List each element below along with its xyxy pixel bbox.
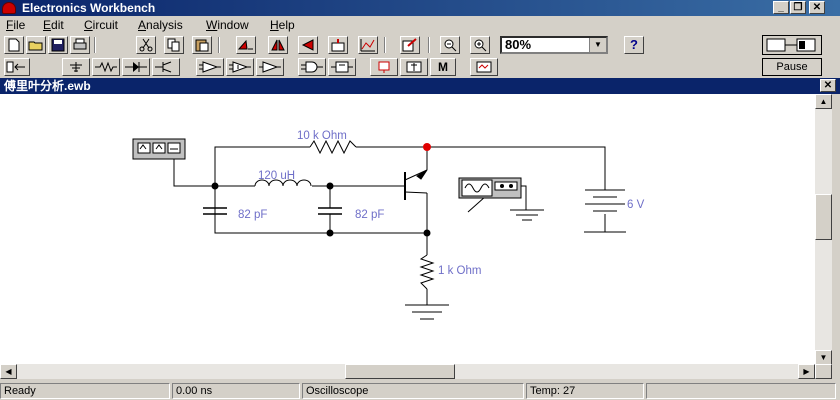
toolbar-separator	[428, 37, 430, 53]
document-close-button[interactable]: ✕	[820, 79, 836, 92]
indicators-bin-icon[interactable]	[370, 58, 398, 76]
sources-bin-icon[interactable]	[62, 58, 90, 76]
label-feedback-resistor: 10 k Ohm	[297, 130, 347, 142]
menu-analysis[interactable]: Analysis	[138, 18, 183, 32]
parts-toolbar: M Pause	[0, 56, 840, 78]
menu-help[interactable]: Help	[270, 18, 295, 32]
open-folder-icon[interactable]	[26, 36, 46, 54]
title-bar: Electronics Workbench _ ❐ ✕	[0, 0, 840, 16]
scroll-down-icon[interactable]: ▼	[815, 350, 832, 365]
instruments-bin-icon[interactable]	[470, 58, 498, 76]
digital-bin-icon[interactable]	[328, 58, 356, 76]
menu-bar: File Edit Circuit Analysis Window Help	[0, 16, 840, 34]
battery[interactable]	[584, 189, 626, 233]
label-emitter-resistor: 1 k Ohm	[438, 265, 481, 277]
close-button[interactable]: ✕	[809, 1, 825, 14]
flip-horizontal-icon[interactable]	[268, 36, 288, 54]
component-labels: 10 k Ohm 120 uH 82 pF 82 pF 1 k Ohm 6 V	[238, 130, 645, 277]
vertical-scroll-thumb[interactable]	[815, 194, 832, 240]
rotate-icon[interactable]	[236, 36, 256, 54]
component-properties-icon[interactable]	[400, 36, 420, 54]
miscellaneous-bin-button[interactable]: M	[430, 58, 456, 76]
capacitor-2[interactable]	[318, 207, 342, 215]
menu-edit[interactable]: Edit	[43, 18, 64, 32]
transistor[interactable]	[404, 169, 428, 200]
window-title: Electronics Workbench	[22, 1, 156, 15]
pause-button[interactable]: Pause	[762, 58, 822, 76]
save-icon[interactable]	[48, 36, 68, 54]
scroll-right-icon[interactable]: ▶	[798, 364, 815, 379]
diodes-bin-icon[interactable]	[122, 58, 150, 76]
status-state: Ready	[0, 383, 170, 399]
subcircuit-icon[interactable]	[328, 36, 348, 54]
scroll-up-icon[interactable]: ▲	[815, 94, 832, 109]
menu-file[interactable]: File	[6, 18, 26, 32]
logic-gates-bin-icon[interactable]	[298, 58, 326, 76]
minimize-button[interactable]: _	[773, 1, 789, 14]
inductor[interactable]	[254, 179, 312, 187]
help-button[interactable]: ?	[624, 36, 644, 54]
menu-circuit[interactable]: Circuit	[84, 18, 119, 32]
flip-vertical-icon[interactable]	[298, 36, 318, 54]
capacitor-1[interactable]	[203, 207, 227, 215]
label-capacitor-1: 82 pF	[238, 209, 267, 221]
document-title-bar: 傅里叶分析.ewb ✕	[0, 78, 840, 94]
ground-symbol	[510, 209, 544, 221]
emitter-resistor[interactable]	[419, 254, 435, 290]
main-toolbar: 80% ▼ ?	[0, 34, 840, 56]
status-temperature: Temp: 27	[526, 383, 644, 399]
graph-icon[interactable]	[358, 36, 378, 54]
toolbar-separator	[384, 37, 386, 53]
oscilloscope-icon[interactable]	[458, 177, 522, 199]
toolbar-separator	[94, 37, 96, 53]
menu-window[interactable]: Window	[206, 18, 249, 32]
transistors-bin-icon[interactable]	[152, 58, 180, 76]
toolbar-separator	[218, 37, 220, 53]
copy-icon[interactable]	[164, 36, 184, 54]
zoom-in-icon[interactable]	[470, 36, 490, 54]
document-title: 傅里叶分析.ewb	[4, 79, 91, 93]
vertical-scrollbar[interactable]: ▲ ▼	[815, 94, 832, 379]
chevron-down-icon[interactable]: ▼	[589, 38, 606, 52]
digital-ics-bin-icon[interactable]	[256, 58, 284, 76]
analog-ics-bin-icon[interactable]	[196, 58, 224, 76]
feedback-resistor[interactable]	[309, 139, 357, 155]
horizontal-scroll-thumb[interactable]	[345, 364, 455, 379]
print-icon[interactable]	[70, 36, 90, 54]
controls-bin-icon[interactable]	[400, 58, 428, 76]
ground-symbol	[405, 304, 449, 320]
zoom-select[interactable]: 80% ▼	[500, 36, 608, 54]
cut-icon[interactable]	[136, 36, 156, 54]
power-switch[interactable]	[762, 35, 822, 55]
label-battery: 6 V	[627, 199, 645, 211]
new-file-icon[interactable]	[4, 36, 24, 54]
function-generator-icon[interactable]	[132, 138, 186, 160]
probe-node[interactable]	[423, 143, 431, 151]
junction-nodes	[211, 182, 431, 237]
circuit-canvas[interactable]: 10 k Ohm 120 uH 82 pF 82 pF 1 k Ohm 6 V	[0, 94, 815, 364]
basic-bin-icon[interactable]	[92, 58, 120, 76]
status-empty	[646, 383, 836, 399]
zoom-value: 80%	[505, 37, 532, 52]
window-frame	[832, 94, 840, 379]
maximize-button[interactable]: ❐	[790, 1, 806, 14]
scroll-left-icon[interactable]: ◀	[0, 364, 17, 379]
horizontal-scrollbar[interactable]: ◀ ▶	[0, 364, 815, 379]
app-icon	[2, 2, 16, 14]
label-capacitor-2: 82 pF	[355, 209, 384, 221]
power-switch-icon	[766, 38, 816, 52]
paste-icon[interactable]	[192, 36, 212, 54]
zoom-out-icon[interactable]	[440, 36, 460, 54]
status-time: 0.00 ns	[172, 383, 300, 399]
mixed-ics-bin-icon[interactable]	[226, 58, 254, 76]
label-inductor: 120 uH	[258, 170, 295, 182]
size-grip[interactable]	[815, 364, 832, 379]
circuit-schematic: 10 k Ohm 120 uH 82 pF 82 pF 1 k Ohm 6 V	[132, 130, 645, 320]
status-bar: Ready 0.00 ns Oscilloscope Temp: 27	[0, 380, 840, 400]
status-instrument: Oscilloscope	[302, 383, 524, 399]
favorites-bin-icon[interactable]	[4, 58, 30, 76]
wires	[173, 146, 606, 305]
